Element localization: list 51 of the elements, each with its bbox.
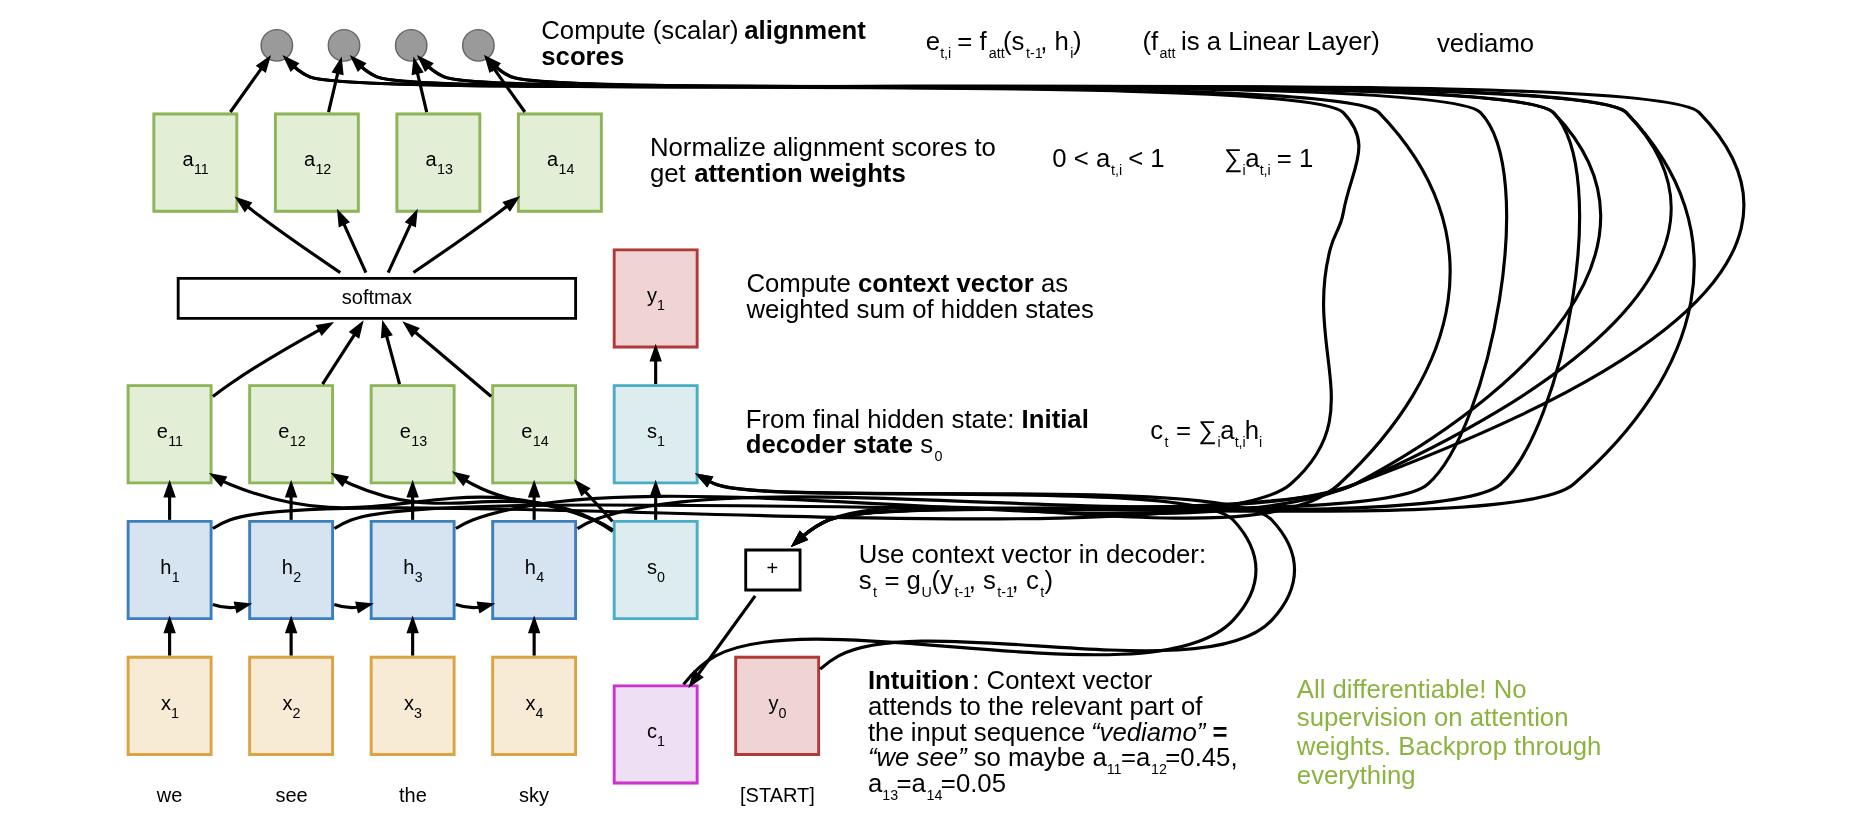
label: Intuition: Context vector attends to the relevant part of the input sequence “vediamo” = “we see” so maybe a$_{11}$=a$_{12}$=0.45, a$_{13}$=a$_{14}$=0.05: [867, 666, 1238, 804]
arrow: [412, 196, 520, 274]
arrow: [454, 601, 495, 614]
arrow: [211, 321, 334, 398]
label: 0 < a$_{t,i}$ < 1: [1051, 144, 1165, 179]
arrow: [234, 196, 341, 274]
label: From final hidden state: Initial decoder state s$_{0}$: [745, 404, 1089, 465]
arrow: [284, 615, 297, 656]
label: c$_{t}$ = ∑$_{i}$a$_{t,i}$h$_{i}$: [1149, 416, 1262, 451]
arrow: [527, 479, 540, 520]
label: (f$_{att}$ is a Linear Layer): [1141, 27, 1380, 62]
node-label: see: [274, 783, 308, 806]
node-label: we: [156, 783, 182, 806]
arrow: [405, 479, 419, 520]
arrow: [648, 479, 662, 520]
arrow: [208, 473, 613, 532]
node-label: sky: [518, 783, 549, 806]
node-label: the: [398, 783, 427, 806]
arrow: [411, 56, 428, 113]
node-cross: [259, 28, 293, 62]
label: Compute context vector as weighted sum of hidden states: [745, 268, 1094, 323]
label: e$_{t,i}$ = f$_{att}$(s$_{t-1}$, h$_{i}$): [925, 27, 1082, 62]
arrow: [451, 471, 614, 533]
arrow: [228, 54, 271, 113]
arrow: [336, 208, 367, 274]
arrow: [211, 601, 252, 614]
arrow: [405, 615, 419, 656]
label: vediamo: [1436, 28, 1534, 57]
arrow: [386, 208, 418, 274]
arrow: [284, 479, 297, 520]
node-cross: [461, 28, 495, 62]
node-cross: [327, 28, 360, 62]
arrow: [401, 321, 492, 398]
label: All differentiable! No supervision on attention weights. Backprop through everything: [1296, 674, 1601, 789]
node-label: [START]: [739, 783, 815, 806]
label: Use context vector in decoder: s$_{t}$ = g$_{U}$(y$_{t-1}$, s$_{t-1}$, c$_{t}$): [858, 540, 1206, 601]
label: Compute (scalar) alignment scores: [540, 15, 866, 70]
arrow: [648, 343, 662, 385]
arrow: [527, 615, 540, 656]
arrow: [326, 56, 344, 113]
arrow: [687, 594, 756, 688]
arrow: [162, 479, 176, 520]
node-cross: [394, 28, 428, 62]
arrow: [380, 319, 401, 385]
arrow: [330, 472, 613, 532]
arrow: [320, 320, 364, 385]
label: Normalize alignment scores to get attention weights: [649, 133, 996, 187]
arrow: [333, 601, 374, 614]
arrow: [162, 615, 176, 656]
label: ∑$_{i}$a$_{t,i}$ = 1: [1223, 144, 1313, 179]
arrow: [573, 479, 614, 523]
